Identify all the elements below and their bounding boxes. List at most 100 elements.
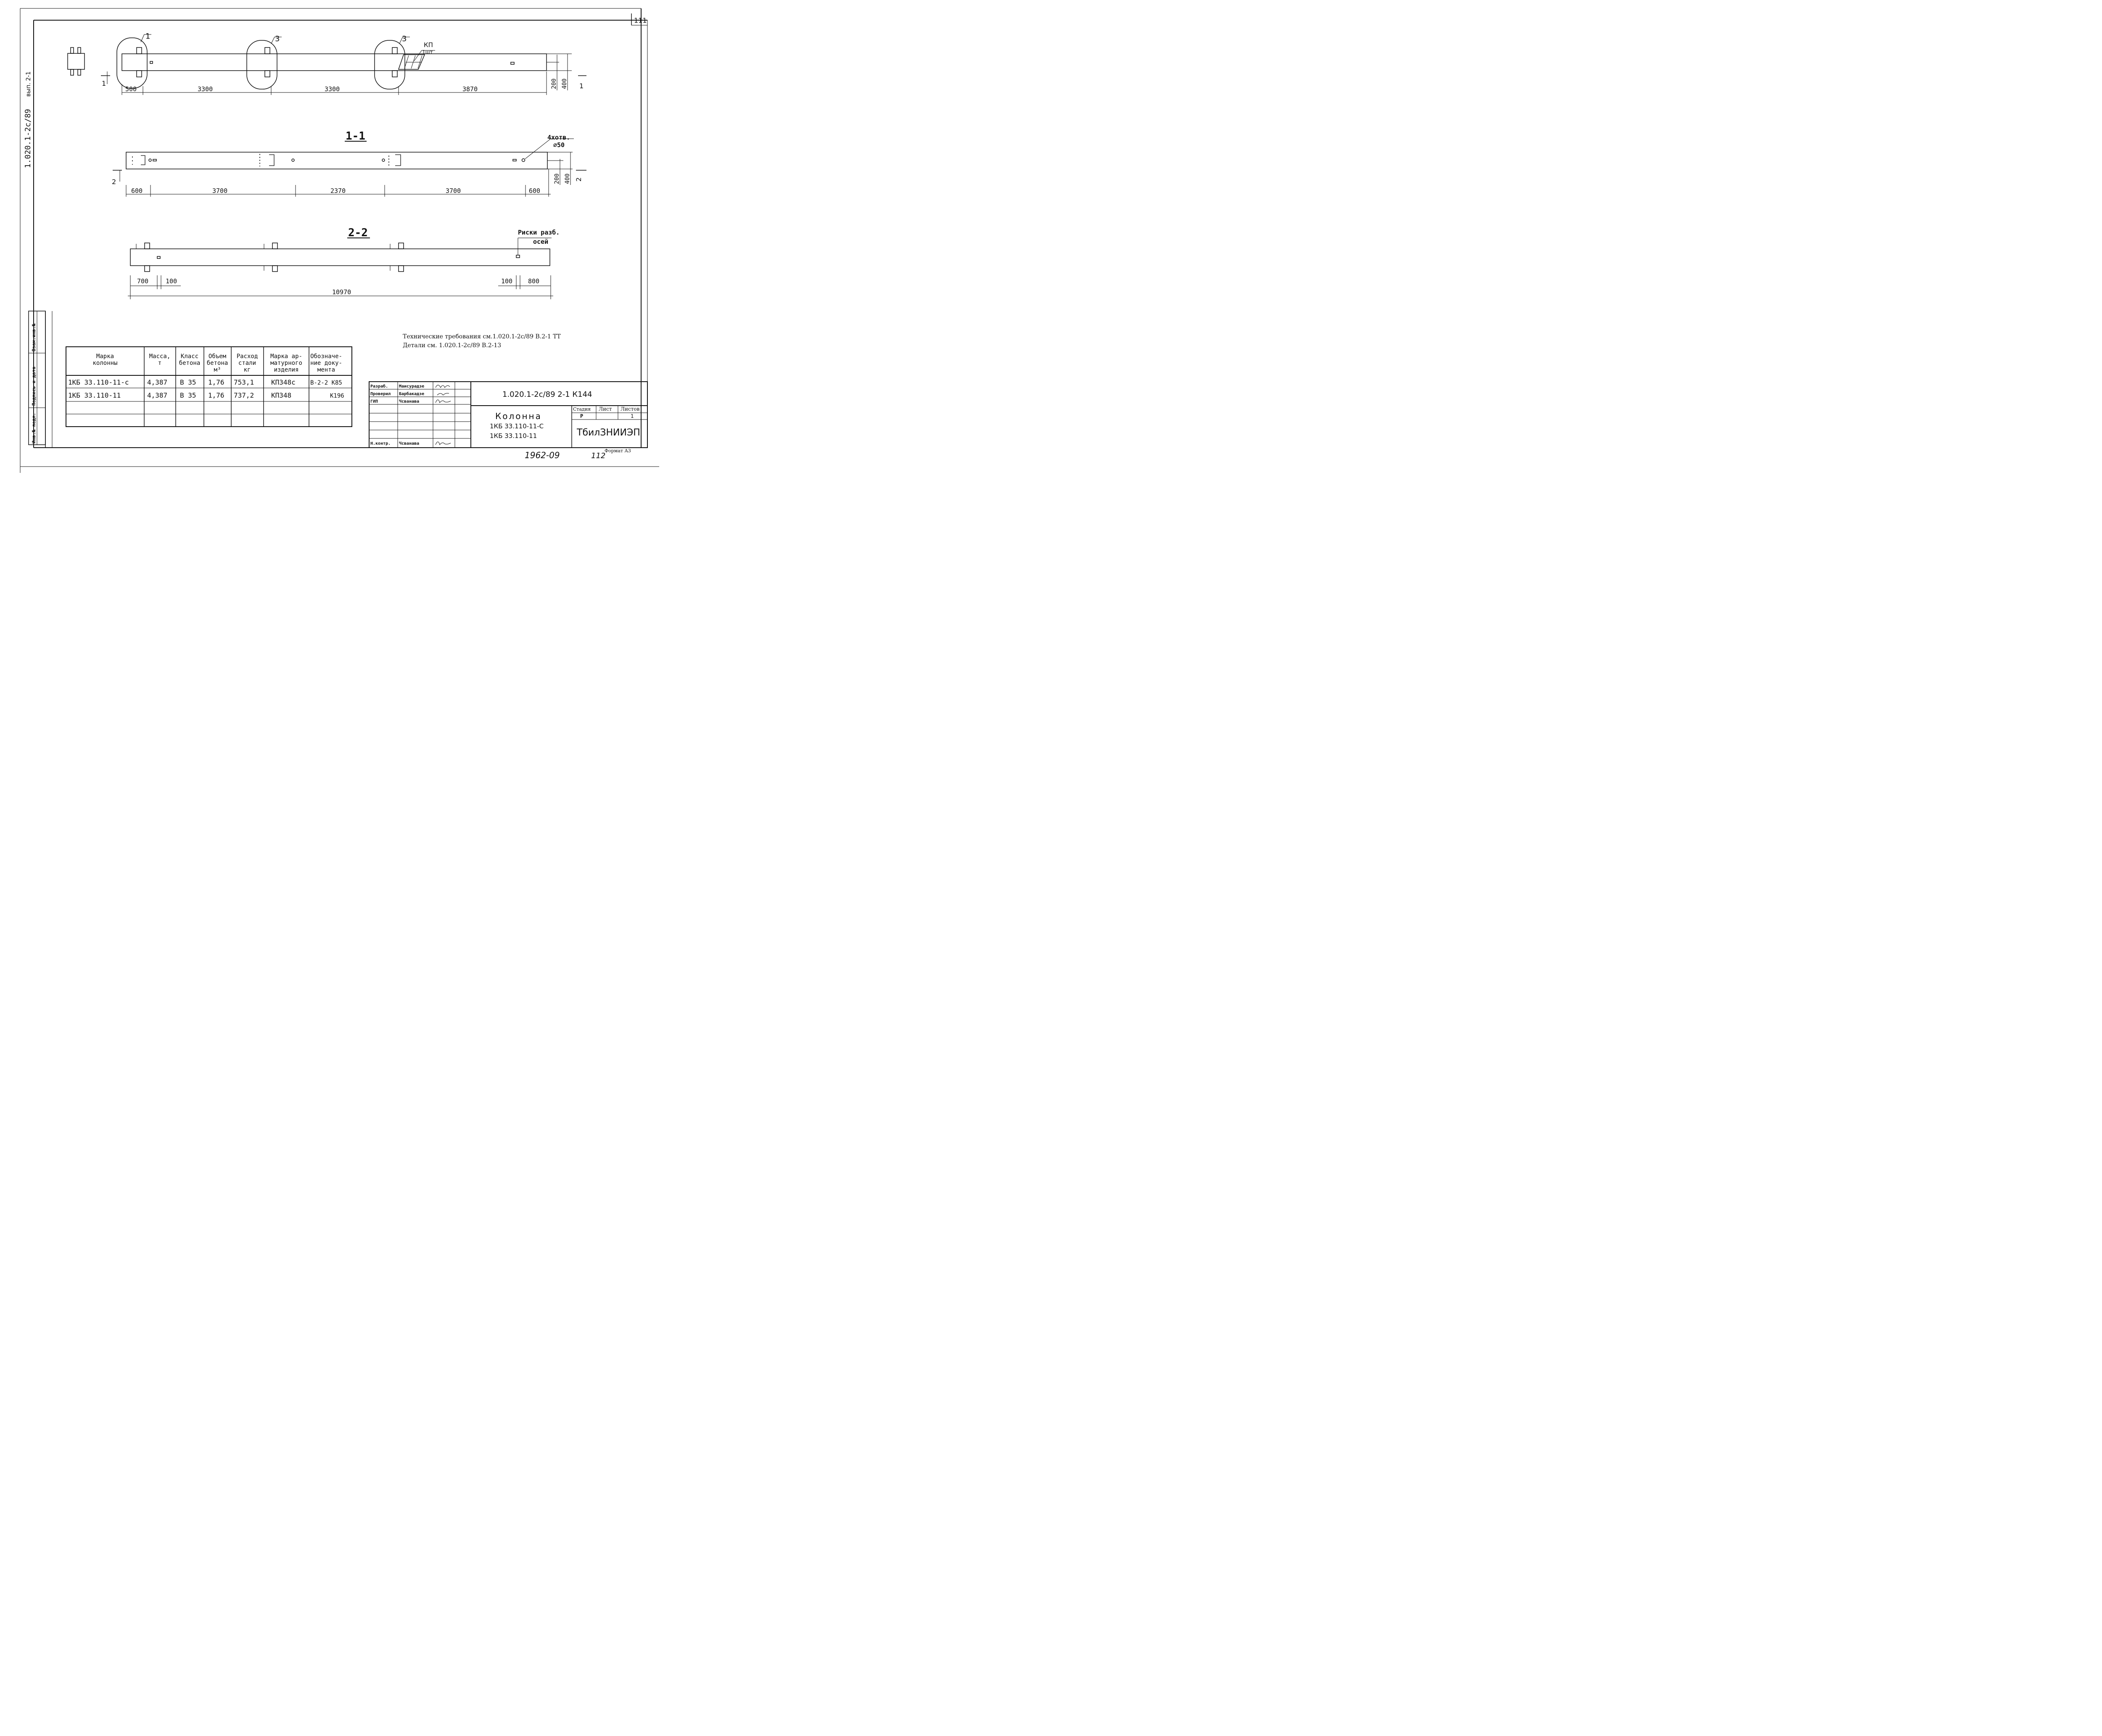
plan-callout-1: 1 [145,32,150,41]
r1-steel: 753,1 [234,378,254,386]
r2-doc: К196 [330,393,344,399]
th-mark-1: Марка [96,353,114,360]
plan-dim-1: 500 [125,85,137,93]
callout-outline-3 [374,40,405,90]
stamp-inv-label: Инв.№ подл. [31,413,37,443]
role-1: Разраб. [370,384,388,389]
format-label: Формат А3 [605,448,631,454]
r1-armature: КП348с [271,378,296,386]
title-block [369,381,648,448]
section-22-dim-1: 700 [137,277,148,285]
r1-mark: 1КБ 33.110-11-с [68,378,129,386]
plan-callout-2: 3 [275,34,280,43]
plan-dim-2: 3300 [198,85,213,93]
sheets-value: 1 [631,413,634,419]
plan-section-mark-right: 1 [579,82,584,90]
section-22-axis-label-1: Риски разб. [518,229,560,236]
r1-class: В 35 [180,378,196,386]
r2-mass: 4,387 [147,391,167,399]
sheet-number-corner: 111 [634,16,647,24]
section-11-dim-4: 3700 [446,187,461,195]
sheets-header: Листов [621,406,640,412]
section-11-mark-left: 2 [112,178,116,186]
r1-vol: 1,76 [208,378,224,386]
th-doc-3: мента [317,367,335,373]
section-22-view [128,237,553,299]
spec-table-rows: 1КБ 33.110-11-с 4,387 В 35 1,76 753,1 КП… [68,378,344,399]
th-class-1: Класс [181,353,198,360]
section-22-beam [130,248,550,266]
plan-dim-4: 3870 [462,85,478,93]
th-vol-1: Объем [209,353,227,360]
product-name: Колонна [495,411,542,421]
th-steel-1: Расход [237,353,258,360]
designation: 1.020.1-2с/89 2-1 К144 [502,390,592,399]
drawing-sheet: 111 1.020.1-2с/89 вып. 2-1 Инв.№ подл. П… [0,0,659,475]
th-mass-1: Масса, [149,353,171,360]
spec-table-headers: Марка колонны Масса, т Класс бетона Объе… [92,353,342,373]
plan-insert-label: КП [424,41,433,49]
name-1: Маисурадзе [399,384,424,389]
plan-dim-v1: 200 [551,79,557,89]
th-doc-1: Обозначе- [310,353,342,360]
section-11-mark-right: 2 [575,177,583,182]
section-22-dim-4: 800 [528,277,539,285]
plan-section-mark-left: 1 [102,79,106,87]
organization: ТбилЗНИИЭП [576,427,640,438]
plan-dim-3: 3300 [325,85,340,93]
section-11-dim-v2: 400 [564,174,571,184]
section-11-title: 1-1 [346,130,365,142]
name-2: Барбакадзе [399,391,424,396]
section-11-holes-diameter: ⌀50 [553,141,565,149]
section-11-dim-3: 2370 [330,187,346,195]
r2-steel: 737,2 [234,391,254,399]
footer-handwritten: 1962-09 [525,450,560,460]
section-11-dim-2: 3700 [212,187,227,195]
section-22-title: 2-2 [348,227,368,239]
callout-outline-2 [246,40,277,90]
note-line-2: Детали см. 1.020.1-2с/89 В.2-13 [403,342,501,349]
th-mark-2: колонны [92,360,117,367]
plan-dim-v2: 400 [561,79,568,89]
th-steel-2: стали [238,360,256,367]
th-mass-2: т [158,360,161,367]
side-issue: вып. 2-1 [25,71,32,97]
section-11-dim-5: 600 [529,187,540,195]
product-code-2: 1КБ 33.110-11 [490,432,537,440]
product-code-1: 1КБ 33.110-11-С [490,422,544,430]
th-vol-3: м³ [214,367,221,373]
section-11-view [113,138,586,197]
th-class-2: бетона [179,360,201,367]
section-22-axis-label-2: осей [533,238,548,245]
r2-mark: 1КБ 33.110-11 [68,391,121,399]
section-22-dim-2: 100 [166,277,177,285]
footer-page: 112 [591,451,605,460]
spec-table [66,346,352,427]
left-stamp: Инв.№ подл. Подпись и дата Взам.инв.№ [28,311,53,448]
plan-callout-3: 3 [402,34,407,43]
th-armature-1: Марка ар- [270,353,302,360]
signatures [435,385,451,446]
section-11-holes-label: 4хотв. [547,134,570,141]
section-22-dim-3: 100 [501,277,512,285]
section-11-dim-1: 600 [131,187,143,195]
r2-armature: КП348 [271,391,291,399]
role-2: Проверил [370,392,391,396]
name-3: Чсванава [399,399,419,404]
r1-mass: 4,387 [147,378,167,386]
role-3: ГИП [370,399,378,404]
th-vol-2: бетона [207,360,228,367]
r2-class: В 35 [180,391,196,399]
callout-outline-1 [116,37,148,89]
sheet-header: Лист [599,406,612,412]
title-block-roles: Разраб. Маисурадзе Проверил Барбакадзе Г… [370,384,424,446]
section-22-total: 10970 [332,288,351,296]
th-armature-3: изделия [274,367,298,373]
r1-doc: В-2-2 К85 [310,380,342,386]
th-armature-2: матурного [270,360,302,367]
stage-value: Р [580,413,583,419]
side-code: 1.020.1-2с/89 [24,109,32,168]
plan-view [67,34,586,95]
stamp-replace-label: Взам.инв.№ [31,323,37,351]
note-line-1: Технические требования см.1.020.1-2с/89 … [403,333,561,340]
